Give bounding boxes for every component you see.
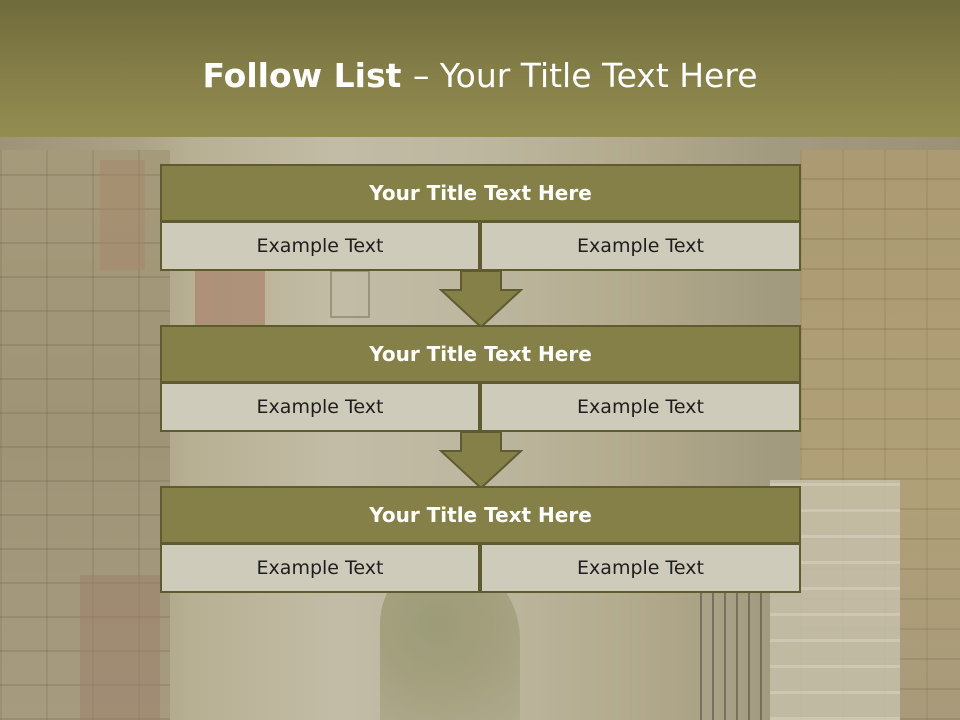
background-stairs <box>770 480 900 720</box>
block-cell-left[interactable]: Example Text <box>160 382 480 432</box>
background-railing <box>700 590 770 720</box>
background-door <box>195 270 265 330</box>
block-cell-left[interactable]: Example Text <box>160 543 480 593</box>
block-cell-right[interactable]: Example Text <box>480 221 801 271</box>
block-heading[interactable]: Your Title Text Here <box>160 164 801 222</box>
block-heading[interactable]: Your Title Text Here <box>160 325 801 383</box>
slide-title-bold: Follow List <box>202 56 413 95</box>
background-lamp <box>330 270 370 318</box>
down-arrow-icon <box>439 270 523 328</box>
list-block: Your Title Text Here Example Text Exampl… <box>160 325 801 432</box>
block-heading[interactable]: Your Title Text Here <box>160 486 801 544</box>
slide-title-rest: – Your Title Text Here <box>412 56 758 95</box>
list-block: Your Title Text Here Example Text Exampl… <box>160 164 801 271</box>
title-band: Follow List – Your Title Text Here <box>0 0 960 137</box>
background-door <box>80 575 160 720</box>
slide-title[interactable]: Follow List – Your Title Text Here <box>0 54 960 98</box>
block-cell-right[interactable]: Example Text <box>480 382 801 432</box>
block-cell-left[interactable]: Example Text <box>160 221 480 271</box>
background-shutter <box>100 160 145 270</box>
block-cell-right[interactable]: Example Text <box>480 543 801 593</box>
list-block: Your Title Text Here Example Text Exampl… <box>160 486 801 593</box>
down-arrow-icon <box>439 431 523 489</box>
